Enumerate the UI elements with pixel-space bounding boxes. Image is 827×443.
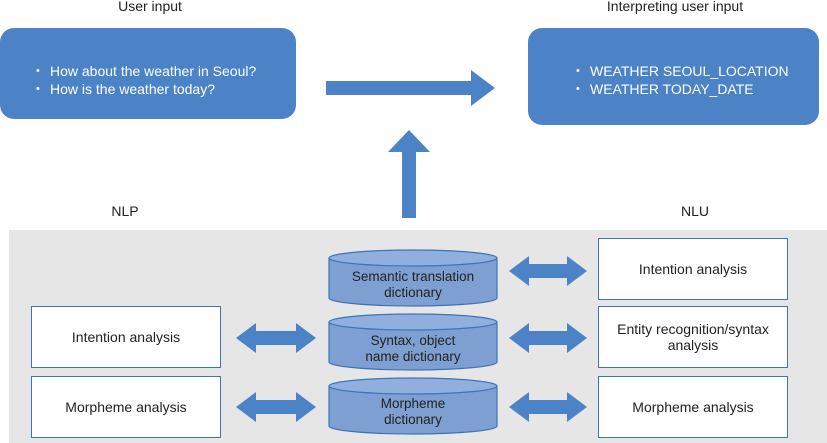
nlp-intention-box: Intention analysis [31, 306, 221, 368]
nlu-intention-label: Intention analysis [638, 261, 748, 277]
morpheme-dictionary-label: Morpheme dictionary [380, 396, 446, 427]
user-input-box: How about the weather in Seoul? How is t… [0, 28, 296, 119]
nlu-caption: NLU [680, 203, 709, 219]
nlu-morpheme-box: Morpheme analysis [598, 376, 788, 438]
nlu-entity-label: Entity recognition/syntax analysis [617, 321, 769, 353]
user-input-list: How about the weather in Seoul? How is t… [36, 62, 296, 98]
nlp-intention-label: Intention analysis [71, 329, 181, 345]
double-arrow [509, 256, 587, 286]
double-arrow [236, 392, 316, 422]
nlp-morpheme-label: Morpheme analysis [65, 399, 187, 415]
nlu-morpheme-label: Morpheme analysis [632, 399, 754, 415]
user-input-item: How is the weather today? [36, 80, 296, 98]
nlp-morpheme-box: Morpheme analysis [31, 376, 221, 438]
nlp-caption: NLP [111, 203, 139, 219]
double-arrow [509, 323, 587, 353]
interpretation-item: WEATHER SEOUL_LOCATION [576, 62, 819, 80]
syntax-dictionary-cylinder: Syntax, object name dictionary [328, 313, 498, 371]
syntax-dictionary-label: Syntax, object name dictionary [365, 333, 461, 364]
interpreting-caption: Interpreting user input [606, 0, 744, 14]
morpheme-dictionary-cylinder: Morpheme dictionary [328, 377, 498, 435]
interpretation-list: WEATHER SEOUL_LOCATION WEATHER TODAY_DAT… [576, 62, 819, 98]
right-arrow [326, 70, 495, 106]
double-arrow [509, 392, 587, 422]
user-input-caption: User input [118, 0, 182, 14]
interpretation-item: WEATHER TODAY_DATE [576, 80, 819, 98]
semantic-dictionary-cylinder: Semantic translation dictionary [328, 249, 498, 307]
double-arrow [236, 323, 316, 353]
up-arrow [388, 130, 430, 218]
user-input-item: How about the weather in Seoul? [36, 62, 296, 80]
nlu-intention-box: Intention analysis [598, 238, 788, 300]
interpretation-box: WEATHER SEOUL_LOCATION WEATHER TODAY_DAT… [528, 28, 819, 125]
nlu-entity-box: Entity recognition/syntax analysis [598, 306, 788, 368]
semantic-dictionary-label: Semantic translation dictionary [351, 269, 475, 300]
